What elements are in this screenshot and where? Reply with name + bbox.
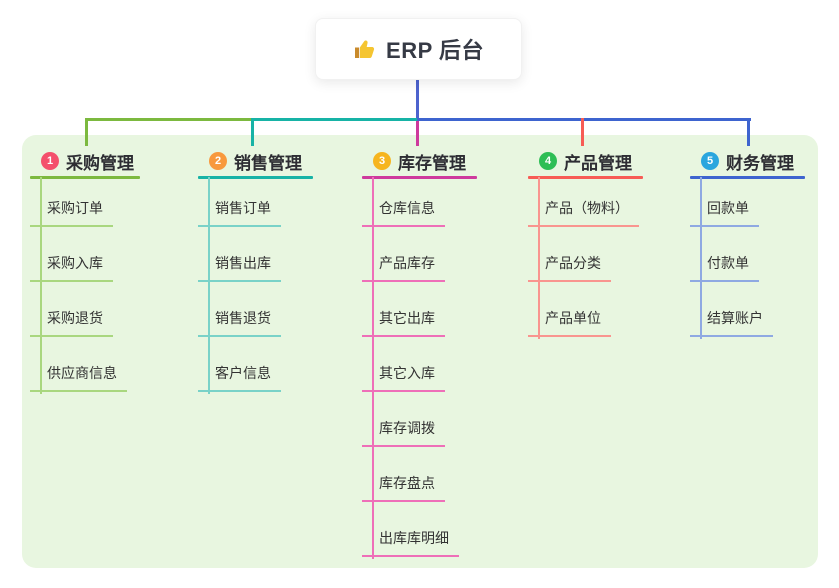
child-node[interactable]: 产品（物料）: [528, 198, 639, 227]
branch-number-badge: 5: [701, 152, 719, 170]
branch-number-badge: 4: [539, 152, 557, 170]
child-row: 供应商信息: [30, 337, 127, 392]
branch-title-row: 5 财务管理: [690, 148, 805, 174]
child-node[interactable]: 产品库存: [362, 253, 445, 282]
child-node[interactable]: 库存调拨: [362, 418, 445, 447]
children-spine-line: [40, 177, 42, 394]
thumbs-up-icon: [353, 37, 377, 61]
child-row: 客户信息: [198, 337, 281, 392]
child-node[interactable]: 其它出库: [362, 308, 445, 337]
children-spine-line: [208, 177, 210, 394]
child-node[interactable]: 采购退货: [30, 308, 113, 337]
children-spine-line: [372, 177, 374, 559]
child-node[interactable]: 供应商信息: [30, 363, 127, 392]
connector-drop: [85, 118, 88, 146]
branch-underline: [362, 176, 477, 179]
branches-panel: [22, 135, 818, 568]
child-row: 仓库信息: [362, 172, 459, 227]
child-row: 产品（物料）: [528, 172, 639, 227]
branch-title-label: 采购管理: [66, 153, 134, 173]
child-row: 采购订单: [30, 172, 127, 227]
child-node[interactable]: 回款单: [690, 198, 759, 227]
branch-underline: [30, 176, 140, 179]
child-row: 产品分类: [528, 227, 639, 282]
branch-number-badge: 3: [373, 152, 391, 170]
branch-underline: [690, 176, 805, 179]
child-node[interactable]: 采购订单: [30, 198, 113, 227]
connector-horizontal: [86, 118, 252, 121]
child-node[interactable]: 销售出库: [198, 253, 281, 282]
child-node[interactable]: 付款单: [690, 253, 759, 282]
child-node[interactable]: 客户信息: [198, 363, 281, 392]
branch-node-5[interactable]: 5 财务管理: [690, 148, 805, 179]
branch-title-row: 2 销售管理: [198, 148, 313, 174]
child-node[interactable]: 其它入库: [362, 363, 445, 392]
branch-title-row: 4 产品管理: [528, 148, 643, 174]
child-row: 销售出库: [198, 227, 281, 282]
connector-drop: [251, 118, 254, 146]
child-node[interactable]: 采购入库: [30, 253, 113, 282]
branch-children-3: 仓库信息产品库存其它出库其它入库库存调拨库存盘点出库库明细: [362, 172, 459, 559]
branch-children-5: 回款单付款单结算账户: [690, 172, 773, 339]
child-row: 销售订单: [198, 172, 281, 227]
child-row: 出库库明细: [362, 502, 459, 557]
branch-node-2[interactable]: 2 销售管理: [198, 148, 313, 179]
branch-children-4: 产品（物料） 产品分类产品单位: [528, 172, 639, 339]
child-row: 产品单位: [528, 282, 639, 337]
child-node[interactable]: 产品分类: [528, 253, 611, 282]
child-node[interactable]: 库存盘点: [362, 473, 445, 502]
connector-drop: [416, 121, 419, 146]
branch-number-badge: 2: [209, 152, 227, 170]
connector-horizontal: [417, 118, 751, 121]
child-node[interactable]: 销售退货: [198, 308, 281, 337]
branch-underline: [528, 176, 643, 179]
branch-title-label: 库存管理: [398, 153, 466, 173]
child-row: 采购入库: [30, 227, 127, 282]
children-spine-line: [700, 177, 702, 339]
child-row: 回款单: [690, 172, 773, 227]
branch-node-3[interactable]: 3 库存管理: [362, 148, 477, 179]
branch-children-2: 销售订单销售出库销售退货客户信息: [198, 172, 281, 394]
branch-children-1: 采购订单采购入库采购退货供应商信息: [30, 172, 127, 394]
connector-root-trunk: [416, 79, 419, 121]
child-node[interactable]: 结算账户: [690, 308, 773, 337]
branch-title-label: 销售管理: [234, 153, 302, 173]
root-node[interactable]: ERP 后台: [315, 18, 522, 80]
connector-drop: [581, 118, 584, 146]
child-node[interactable]: 产品单位: [528, 308, 611, 337]
branch-node-4[interactable]: 4 产品管理: [528, 148, 643, 179]
child-row: 库存盘点: [362, 447, 459, 502]
branch-title-label: 财务管理: [726, 153, 794, 173]
children-spine-line: [538, 177, 540, 339]
branch-title-row: 3 库存管理: [362, 148, 477, 174]
child-row: 库存调拨: [362, 392, 459, 447]
child-node[interactable]: 销售订单: [198, 198, 281, 227]
child-row: 采购退货: [30, 282, 127, 337]
child-row: 产品库存: [362, 227, 459, 282]
branch-title-row: 1 采购管理: [30, 148, 140, 174]
connector-horizontal: [252, 118, 417, 121]
branch-number-badge: 1: [41, 152, 59, 170]
branch-title-label: 产品管理: [564, 153, 632, 173]
child-node[interactable]: 出库库明细: [362, 528, 459, 557]
child-row: 其它出库: [362, 282, 459, 337]
connector-drop: [747, 118, 750, 146]
child-row: 结算账户: [690, 282, 773, 337]
child-row: 其它入库: [362, 337, 459, 392]
branch-underline: [198, 176, 313, 179]
branch-node-1[interactable]: 1 采购管理: [30, 148, 140, 179]
child-node[interactable]: 仓库信息: [362, 198, 445, 227]
child-row: 销售退货: [198, 282, 281, 337]
root-node-label: ERP 后台: [386, 38, 484, 63]
child-row: 付款单: [690, 227, 773, 282]
